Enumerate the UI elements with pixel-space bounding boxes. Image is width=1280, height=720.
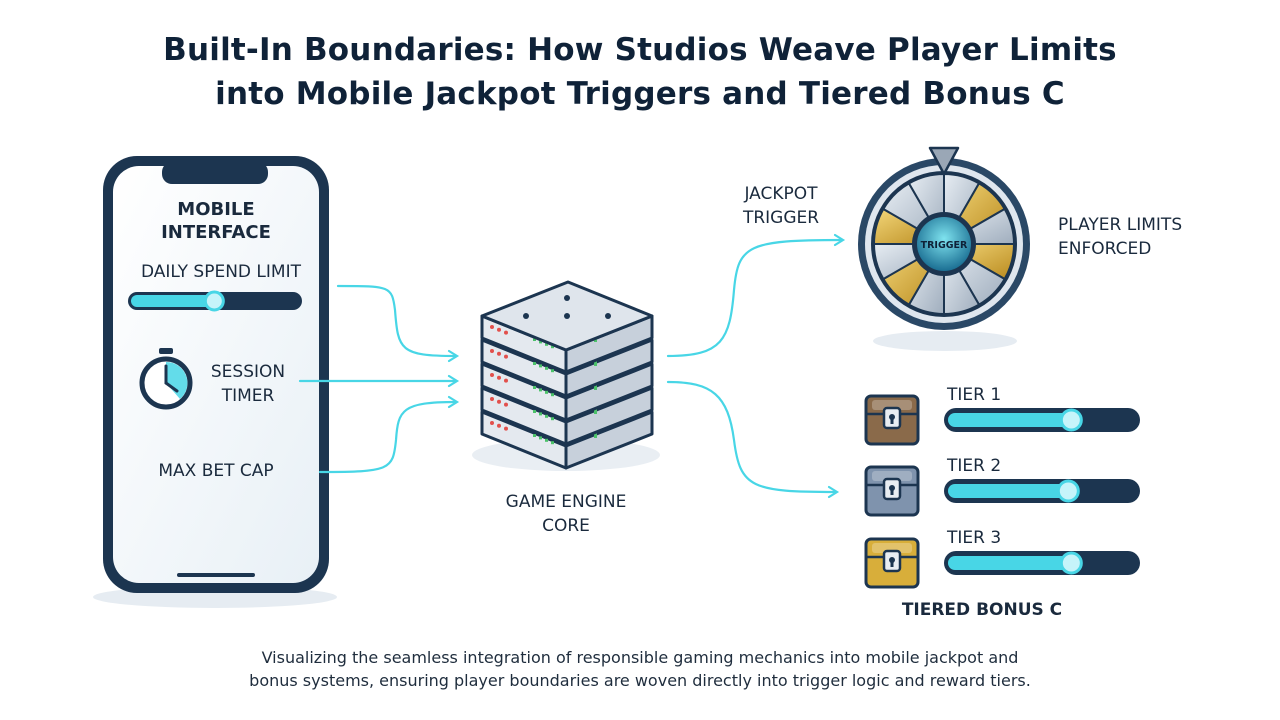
game-engine-server-icon	[472, 280, 660, 471]
caption: Visualizing the seamless integration of …	[180, 646, 1100, 692]
input-connectors	[298, 284, 460, 474]
session-timer-label: SESSION TIMER	[210, 362, 286, 406]
tier-1-label: TIER 1	[947, 385, 1002, 405]
phone-notch	[162, 162, 268, 184]
mobile-phone	[93, 156, 337, 608]
phone-home-indicator	[177, 573, 255, 577]
wheel-pointer	[928, 146, 960, 176]
title-line-1: Built-In Boundaries: How Studios Weave P…	[163, 32, 1117, 68]
page-title: Built-In Boundaries: How Studios Weave P…	[0, 28, 1280, 116]
tier-progress-bar	[944, 408, 1140, 432]
treasure-chest-icon	[864, 394, 920, 446]
jackpot-wheel: TRIGGER	[858, 146, 1030, 351]
output-connectors	[666, 233, 846, 499]
wheel-center-label: TRIGGER	[921, 240, 968, 251]
jackpot-trigger-label: JACKPOT TRIGGER	[742, 184, 820, 228]
tier-progress-bar	[944, 551, 1140, 575]
treasure-chest-icon	[864, 537, 920, 589]
game-engine-core-label: GAME ENGINE CORE	[505, 492, 627, 536]
caption-line-1: Visualizing the seamless integration of …	[261, 648, 1019, 667]
daily-spend-slider[interactable]	[128, 290, 302, 312]
title-line-2: into Mobile Jackpot Triggers and Tiered …	[215, 76, 1065, 112]
tiered-bonus-footer: TIERED BONUS C	[901, 600, 1063, 620]
stopwatch-icon	[139, 348, 193, 410]
max-bet-cap-label: MAX BET CAP	[158, 461, 274, 481]
player-limits-enforced-label: PLAYER LIMITS ENFORCED	[1058, 215, 1183, 259]
mobile-interface-heading: MOBILE INTERFACE	[161, 199, 271, 243]
daily-spend-limit-label: DAILY SPEND LIMIT	[141, 262, 301, 282]
tier-list	[864, 394, 1140, 589]
tier-progress-bar	[944, 479, 1140, 503]
caption-line-2: bonus systems, ensuring player boundarie…	[249, 671, 1031, 690]
tier-2-label: TIER 2	[947, 456, 1002, 476]
tier-3-label: TIER 3	[947, 528, 1002, 548]
treasure-chest-icon	[864, 465, 920, 517]
